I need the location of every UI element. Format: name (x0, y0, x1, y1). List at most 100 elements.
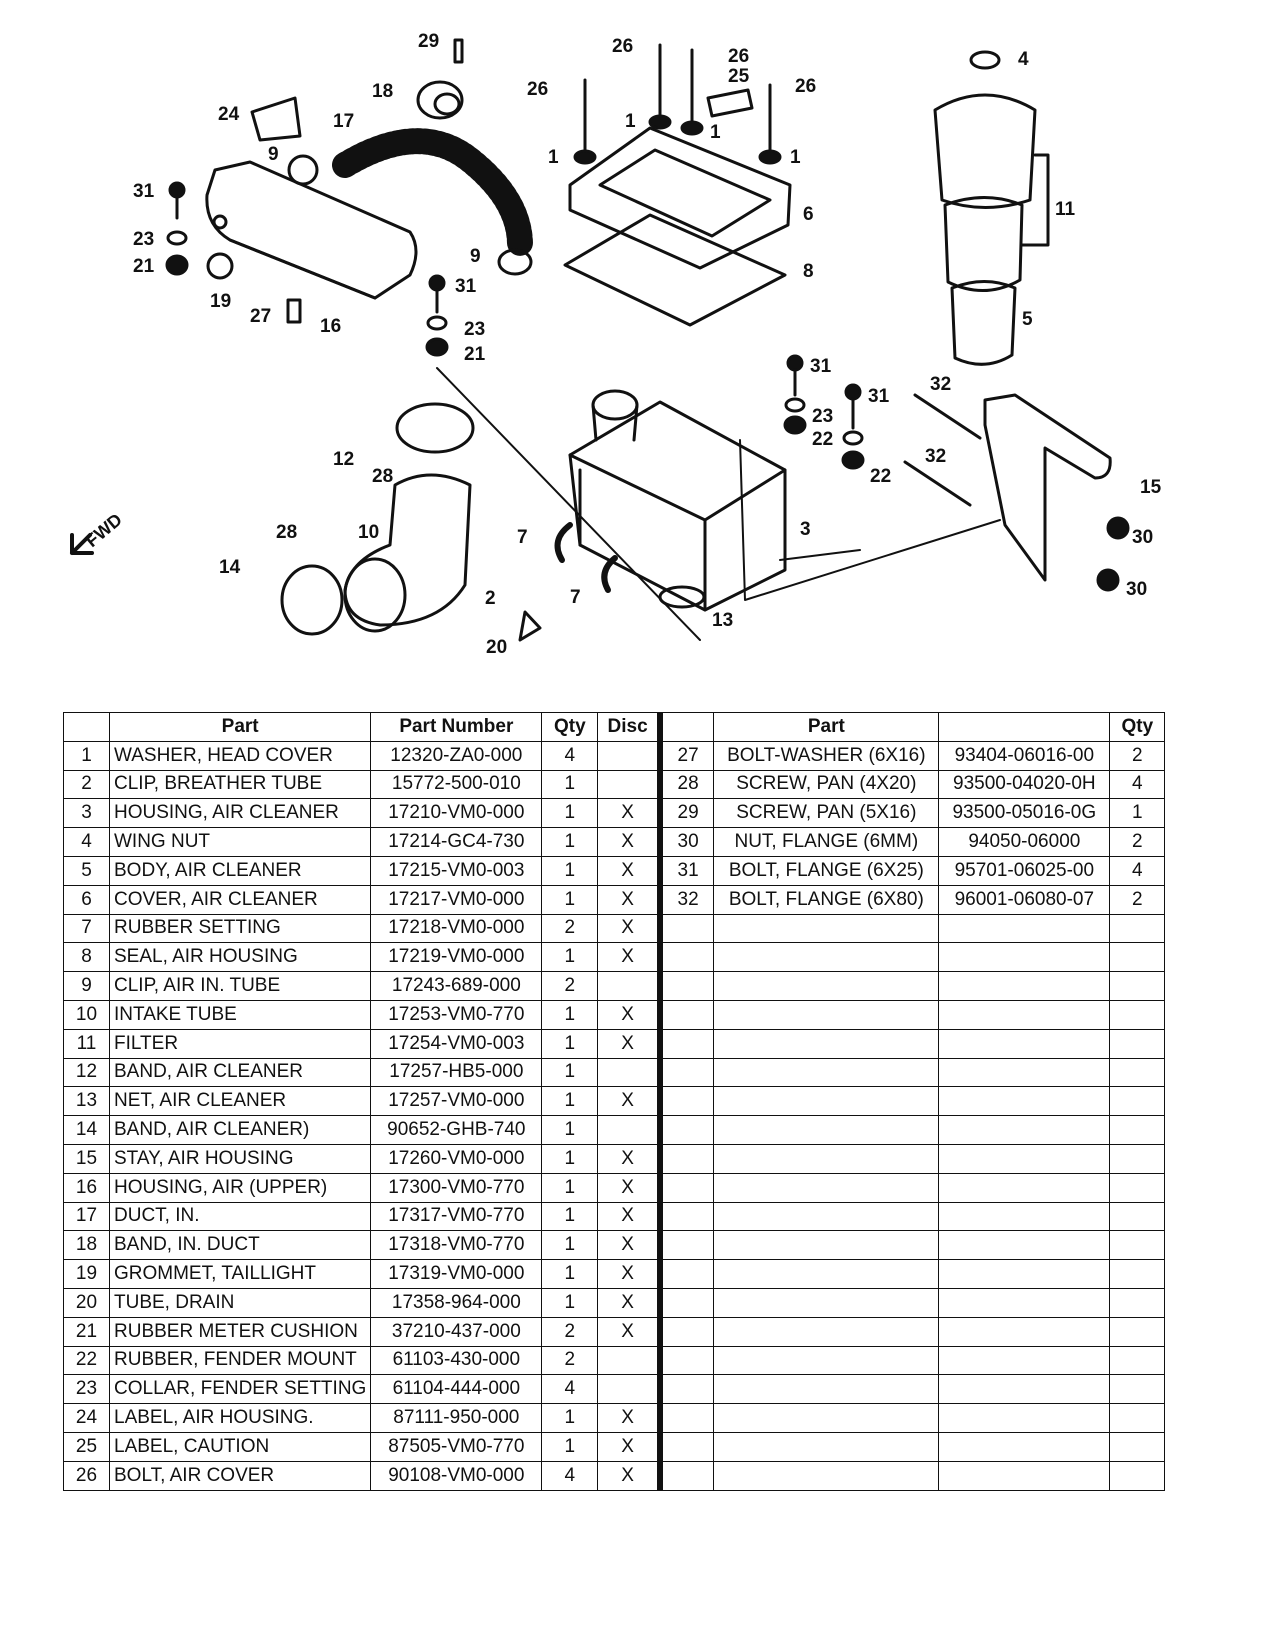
cell-right-number: 96001-06080-07 (938, 884, 1111, 915)
cell-right-qty (1109, 1057, 1166, 1088)
callout: 19 (210, 291, 231, 312)
table-header-row: Part Part Number Qty Disc Part Qty (63, 712, 1166, 742)
cell-right-qty (1109, 1028, 1166, 1059)
callout: 27 (250, 306, 271, 327)
cell-right-part (713, 942, 940, 973)
cell-right-no (659, 1086, 715, 1117)
cell-part: GROMMET, TAILLIGHT (108, 1259, 372, 1289)
cell-disc: X (597, 855, 663, 886)
cell-number: 17214-GC4-730 (370, 827, 543, 857)
cell-disc: X (597, 1431, 663, 1462)
callout: 32 (930, 374, 951, 395)
cell-no: 13 (63, 1086, 110, 1117)
cell-right-part: BOLT, FLANGE (6X25) (713, 855, 940, 886)
cell-right-part (713, 1201, 940, 1232)
cell-no: 2 (63, 769, 110, 800)
cell-right-number (938, 1259, 1111, 1289)
cell-right-qty (1109, 1115, 1166, 1145)
cell-disc (597, 971, 663, 1001)
callout: 32 (925, 446, 946, 467)
air-cleaner-cover-drawing (568, 126, 792, 270)
cell-part: WASHER, HEAD COVER (108, 740, 372, 771)
cell-right-qty (1109, 1201, 1166, 1232)
cell-disc: X (597, 1460, 663, 1491)
cell-right-part: BOLT, FLANGE (6X80) (713, 884, 940, 915)
cell-right-part: BOLT-WASHER (6X16) (713, 740, 940, 771)
cell-qty: 1 (541, 1028, 599, 1059)
cell-qty: 1 (541, 942, 599, 973)
cell-right-no (659, 1028, 715, 1059)
cell-right-part (713, 999, 940, 1030)
exploded-parts-diagram: 1 1 1 1 2 3 4 5 6 7 7 8 9 9 10 11 12 13 … (70, 31, 1162, 658)
cell-right-number (938, 1057, 1111, 1088)
cell-right-number: 95701-06025-00 (938, 855, 1111, 886)
cell-right-part (713, 1115, 940, 1145)
callout: 8 (803, 261, 814, 282)
callout-labels: 1 1 1 1 2 3 4 5 6 7 7 8 9 9 10 11 12 13 … (82, 31, 1162, 658)
cell-right-part: SCREW, PAN (5X16) (713, 798, 940, 829)
cell-right-number: 93500-05016-0G (938, 798, 1111, 829)
cell-right-qty (1109, 1460, 1166, 1491)
cell-no: 11 (63, 1028, 110, 1059)
callout: 22 (812, 429, 833, 450)
cell-number: 17358-964-000 (370, 1287, 543, 1318)
cell-right-no: 31 (659, 855, 715, 886)
cell-disc: X (597, 1316, 663, 1347)
cell-number: 90652-GHB-740 (370, 1115, 543, 1145)
cell-part: HOUSING, AIR (UPPER) (108, 1172, 372, 1203)
cell-right-qty: 4 (1109, 769, 1166, 800)
cell-right-qty (1109, 1230, 1166, 1261)
cell-qty: 2 (541, 913, 599, 944)
cell-number: 17253-VM0-770 (370, 999, 543, 1030)
cell-right-qty: 2 (1109, 827, 1166, 857)
cell-right-part (713, 1259, 940, 1289)
cell-part: BAND, IN. DUCT (108, 1230, 372, 1261)
cell-no: 21 (63, 1316, 110, 1347)
cell-number: 90108-VM0-000 (370, 1460, 543, 1491)
callout: 25 (728, 66, 750, 87)
cell-qty: 1 (541, 1115, 599, 1145)
cell-disc: X (597, 942, 663, 973)
header-no (63, 712, 110, 742)
cell-disc (597, 1374, 663, 1405)
cell-right-number: 93500-04020-0H (938, 769, 1111, 800)
header-part: Part (108, 712, 372, 742)
cell-part: BODY, AIR CLEANER (108, 855, 372, 886)
cell-number: 17215-VM0-003 (370, 855, 543, 886)
label-air-housing-drawing (250, 96, 302, 142)
cell-number: 37210-437-000 (370, 1316, 543, 1347)
cell-number: 12320-ZA0-000 (370, 740, 543, 771)
callout: 14 (219, 557, 241, 578)
cell-right-qty: 4 (1109, 855, 1166, 886)
cell-right-qty (1109, 942, 1166, 973)
cell-right-number (938, 1287, 1111, 1318)
cell-right-part (713, 1287, 940, 1318)
cell-right-no (659, 1259, 715, 1289)
cell-part: DUCT, IN. (108, 1201, 372, 1232)
cell-part: LABEL, AIR HOUSING. (108, 1403, 372, 1433)
cell-no: 19 (63, 1259, 110, 1289)
callout: 6 (803, 204, 814, 225)
cell-right-no (659, 1345, 715, 1376)
cell-qty: 2 (541, 1316, 599, 1347)
cell-qty: 1 (541, 827, 599, 857)
callout: 29 (418, 31, 439, 52)
seal-air-housing-drawing (563, 213, 787, 327)
cell-right-qty: 2 (1109, 740, 1166, 771)
cell-right-qty (1109, 999, 1166, 1030)
cell-right-number (938, 1201, 1111, 1232)
cell-part: RUBBER METER CUSHION (108, 1316, 372, 1347)
cell-disc (597, 1345, 663, 1376)
callout: 13 (712, 610, 733, 631)
callout: 28 (372, 466, 393, 487)
cell-part: FILTER (108, 1028, 372, 1059)
air-cleaner-body-drawing (933, 93, 1037, 209)
cell-right-no (659, 1403, 715, 1433)
